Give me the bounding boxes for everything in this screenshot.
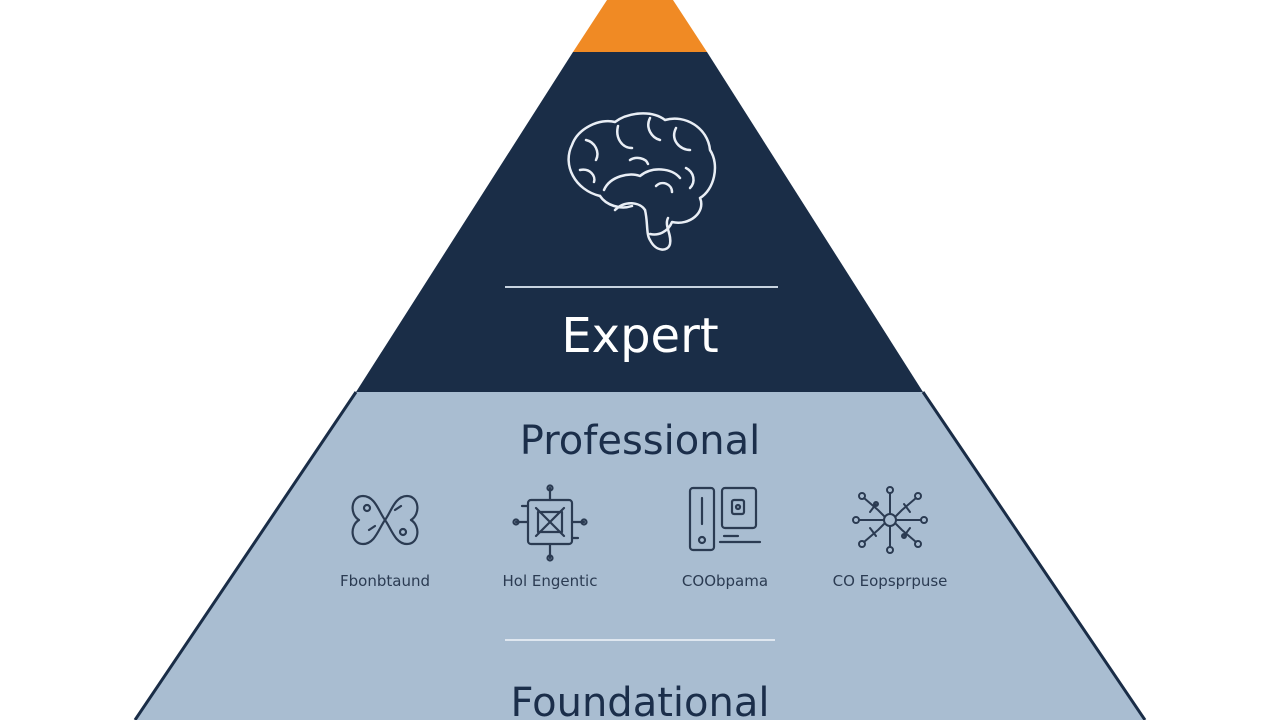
infinity-network-icon bbox=[351, 494, 419, 546]
professional-title: Professional bbox=[519, 418, 761, 464]
brain-icon bbox=[567, 112, 717, 251]
neural-network-icon bbox=[852, 486, 928, 554]
professional-item-label: Fbonbtaund bbox=[340, 572, 430, 590]
apex-tip bbox=[573, 0, 707, 52]
expert-title: Expert bbox=[561, 308, 719, 364]
left-edge bbox=[133, 391, 358, 720]
professional-item: COObpama bbox=[635, 484, 815, 594]
professional-item-label: Hol Engentic bbox=[502, 572, 598, 590]
expert-tier bbox=[356, 52, 923, 392]
lower-tier bbox=[135, 392, 1145, 720]
professional-item-label: CO Eopsprpuse bbox=[832, 572, 948, 590]
professional-item: Hol Engentic bbox=[460, 484, 640, 594]
circuit-chip-icon bbox=[512, 484, 588, 562]
professional-item: Fbonbtaund bbox=[295, 484, 475, 594]
professional-item: CO Eopsprpuse bbox=[800, 484, 980, 594]
devices-icon bbox=[688, 486, 762, 552]
foundational-title: Foundational bbox=[510, 680, 770, 720]
right-edge bbox=[921, 391, 1147, 720]
professional-item-label: COObpama bbox=[681, 572, 769, 590]
